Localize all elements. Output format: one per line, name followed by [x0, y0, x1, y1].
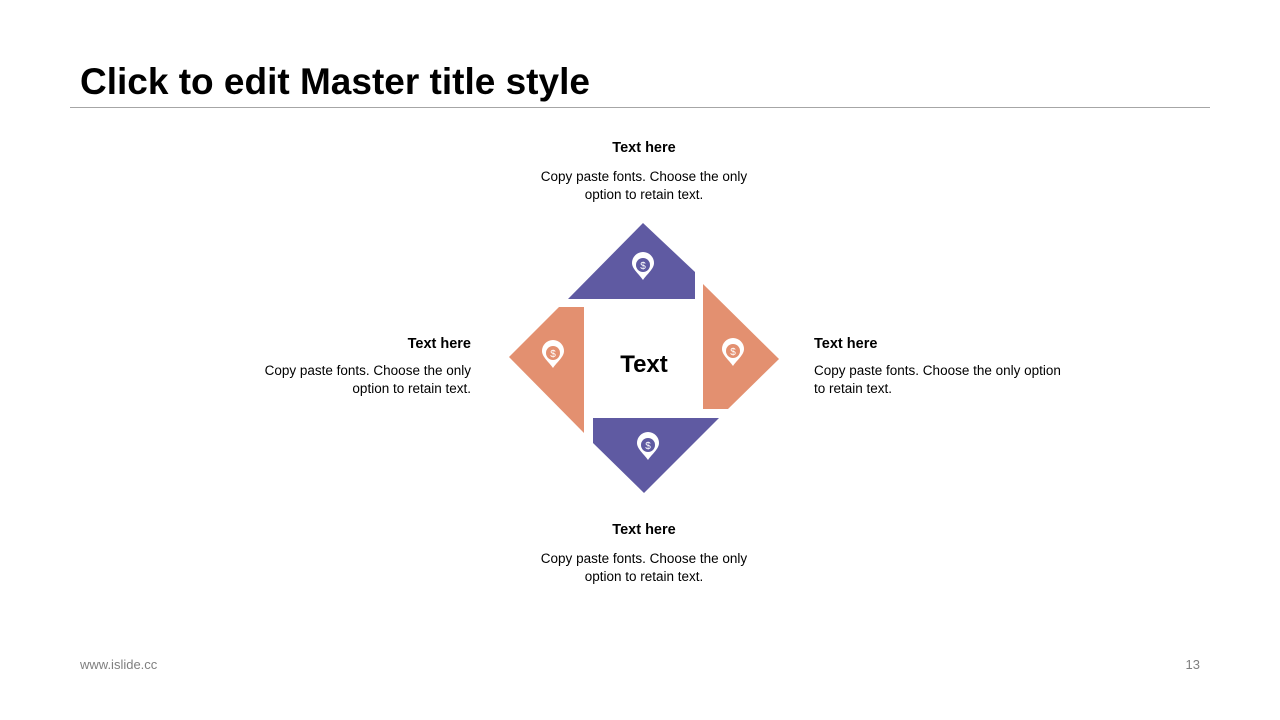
block-description: Copy paste fonts. Choose the only option… — [520, 168, 768, 203]
text-block-top[interactable]: Text here Copy paste fonts. Choose the o… — [520, 138, 768, 203]
dollar-location-pin-icon: $ — [637, 432, 659, 460]
desc-line: Copy paste fonts. Choose the only option — [814, 363, 1061, 378]
desc-line: to retain text. — [814, 380, 893, 396]
desc-line: option to retain text. — [584, 186, 704, 202]
center-label[interactable]: Text — [620, 351, 668, 378]
desc-line: option to retain text. — [584, 568, 704, 584]
left-segment[interactable] — [509, 307, 584, 433]
desc-line: Copy paste fonts. Choose the only — [540, 551, 748, 566]
svg-text:$: $ — [730, 347, 736, 358]
block-description: Copy paste fonts. Choose the only option… — [250, 362, 471, 397]
desc-line: Copy paste fonts. Choose the only — [264, 363, 471, 378]
desc-line: option to retain text. — [352, 380, 471, 396]
block-description: Copy paste fonts. Choose the only option… — [520, 550, 768, 585]
block-heading: Text here — [612, 140, 676, 156]
top-segment[interactable] — [568, 223, 695, 299]
dollar-location-pin-icon: $ — [542, 340, 564, 368]
block-heading: Text here — [612, 522, 676, 538]
text-block-bottom[interactable]: Text here Copy paste fonts. Choose the o… — [520, 520, 768, 585]
desc-line: Copy paste fonts. Choose the only — [540, 169, 748, 184]
svg-text:$: $ — [640, 261, 646, 272]
text-block-right[interactable]: Text here Copy paste fonts. Choose the o… — [814, 334, 1064, 397]
svg-text:$: $ — [645, 441, 651, 452]
dollar-location-pin-icon: $ — [722, 338, 744, 366]
block-description: Copy paste fonts. Choose the only option… — [814, 362, 1064, 397]
block-heading: Text here — [407, 336, 471, 352]
block-heading: Text here — [814, 336, 878, 352]
bottom-segment[interactable] — [593, 418, 719, 493]
dollar-location-pin-icon: $ — [632, 252, 654, 280]
slide-title[interactable]: Click to edit Master title style — [80, 61, 590, 102]
footer-url: www.islide.cc — [80, 657, 158, 672]
page-number: 13 — [1185, 657, 1200, 672]
title-divider — [70, 107, 1210, 108]
svg-text:$: $ — [550, 349, 556, 360]
text-block-left[interactable]: Text here Copy paste fonts. Choose the o… — [250, 334, 471, 397]
